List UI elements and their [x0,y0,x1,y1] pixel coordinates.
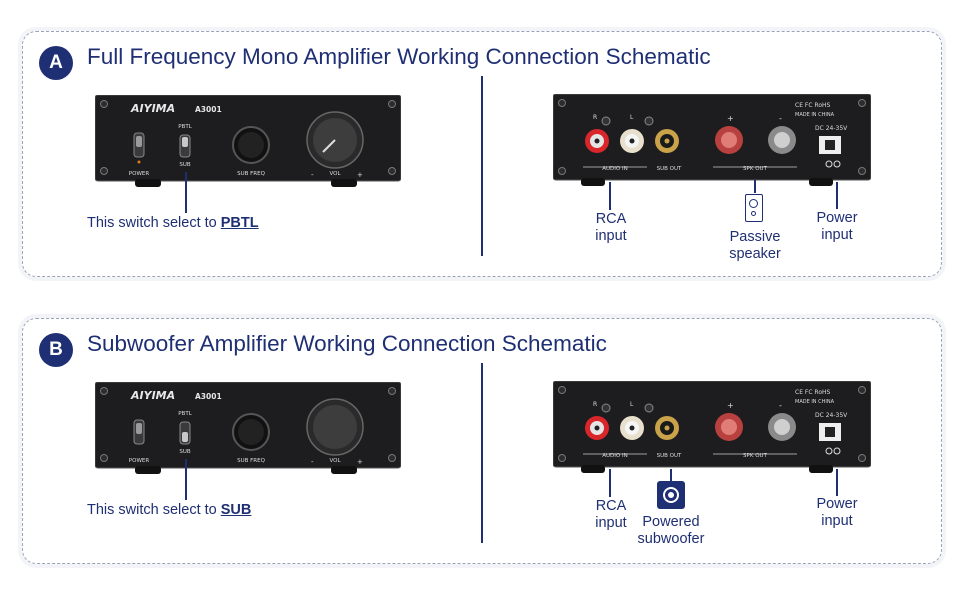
section-title: Full Frequency Mono Amplifier Working Co… [87,44,711,69]
switch-leader-line [185,172,187,213]
svg-text:CE FC RoHS: CE FC RoHS [795,389,831,396]
svg-text:+: + [357,458,363,466]
svg-text:POWER: POWER [129,458,150,464]
svg-text:SUB: SUB [179,449,191,455]
svg-text:R: R [593,401,597,408]
svg-text:+: + [727,401,734,410]
svg-text:-: - [779,114,782,123]
svg-text:DC 24-35V: DC 24-35V [815,412,848,419]
svg-text:PBTL: PBTL [178,411,192,417]
power-leader-line [836,469,838,496]
svg-text:-: - [311,171,314,179]
brand-logo: AIYIMA [130,102,175,115]
power-leader-line [836,182,838,209]
brand-logo: AIYIMA [130,389,175,402]
amplifier-front-panel: AIYIMA A3001 POWER PBTL SUB SUB FREQ - V… [94,381,402,474]
rca-leader-line [609,469,611,497]
passive-speaker-icon [745,194,763,222]
svg-text:AUDIO IN: AUDIO IN [602,166,627,172]
amplifier-rear-panel: R L AUDIO IN SUB OUT + - SPK OUT CE FC R… [552,93,872,186]
svg-text:SPK OUT: SPK OUT [743,166,768,172]
svg-text:SUB OUT: SUB OUT [657,166,682,172]
svg-text:SUB: SUB [179,162,191,168]
switch-note: This switch select to SUB [87,502,252,518]
svg-text:L: L [630,401,634,408]
svg-text:-: - [779,401,782,410]
speaker-leader-line [754,180,756,193]
svg-text:MADE IN CHINA: MADE IN CHINA [795,399,835,405]
switch-mode: PBTL [220,215,259,231]
model-label: A3001 [195,105,222,114]
svg-text:PBTL: PBTL [178,124,192,130]
svg-text:SPK OUT: SPK OUT [743,453,768,459]
model-label: A3001 [195,392,222,401]
section-title: Subwoofer Amplifier Working Connection S… [87,331,607,356]
svg-text:-: - [311,458,314,466]
rca-leader-line [609,182,611,210]
divider-line [481,76,483,256]
switch-mode: SUB [220,502,252,518]
svg-text:POWER: POWER [129,171,150,177]
section-badge: A [39,46,73,80]
svg-text:VOL: VOL [329,171,341,177]
svg-text:L: L [630,114,634,121]
switch-leader-line [185,459,187,500]
svg-text:+: + [727,114,734,123]
section-badge: B [39,333,73,367]
svg-text:AUDIO IN: AUDIO IN [602,453,627,459]
subwoofer-leader-line [670,469,672,481]
svg-text:R: R [593,114,597,121]
amplifier-rear-panel: R L AUDIO IN SUB OUT + - SPK OUT CE FC R… [552,380,872,473]
amplifier-front-panel: AIYIMA A3001 POWER PBTL SUB SUB FREQ - V… [94,94,402,187]
svg-text:VOL: VOL [329,458,341,464]
svg-text:SUB FREQ: SUB FREQ [237,458,265,464]
section-a-panel: A Full Frequency Mono Amplifier Working … [22,31,942,277]
divider-line [481,363,483,543]
svg-text:SUB FREQ: SUB FREQ [237,171,265,177]
svg-text:CE FC RoHS: CE FC RoHS [795,102,831,109]
svg-text:DC 24-35V: DC 24-35V [815,125,848,132]
svg-text:MADE IN CHINA: MADE IN CHINA [795,112,835,118]
svg-text:+: + [357,171,363,179]
svg-text:SUB OUT: SUB OUT [657,453,682,459]
powered-subwoofer-icon [657,481,685,509]
section-b-panel: B Subwoofer Amplifier Working Connection… [22,318,942,564]
switch-note: This switch select to PBTL [87,215,259,231]
